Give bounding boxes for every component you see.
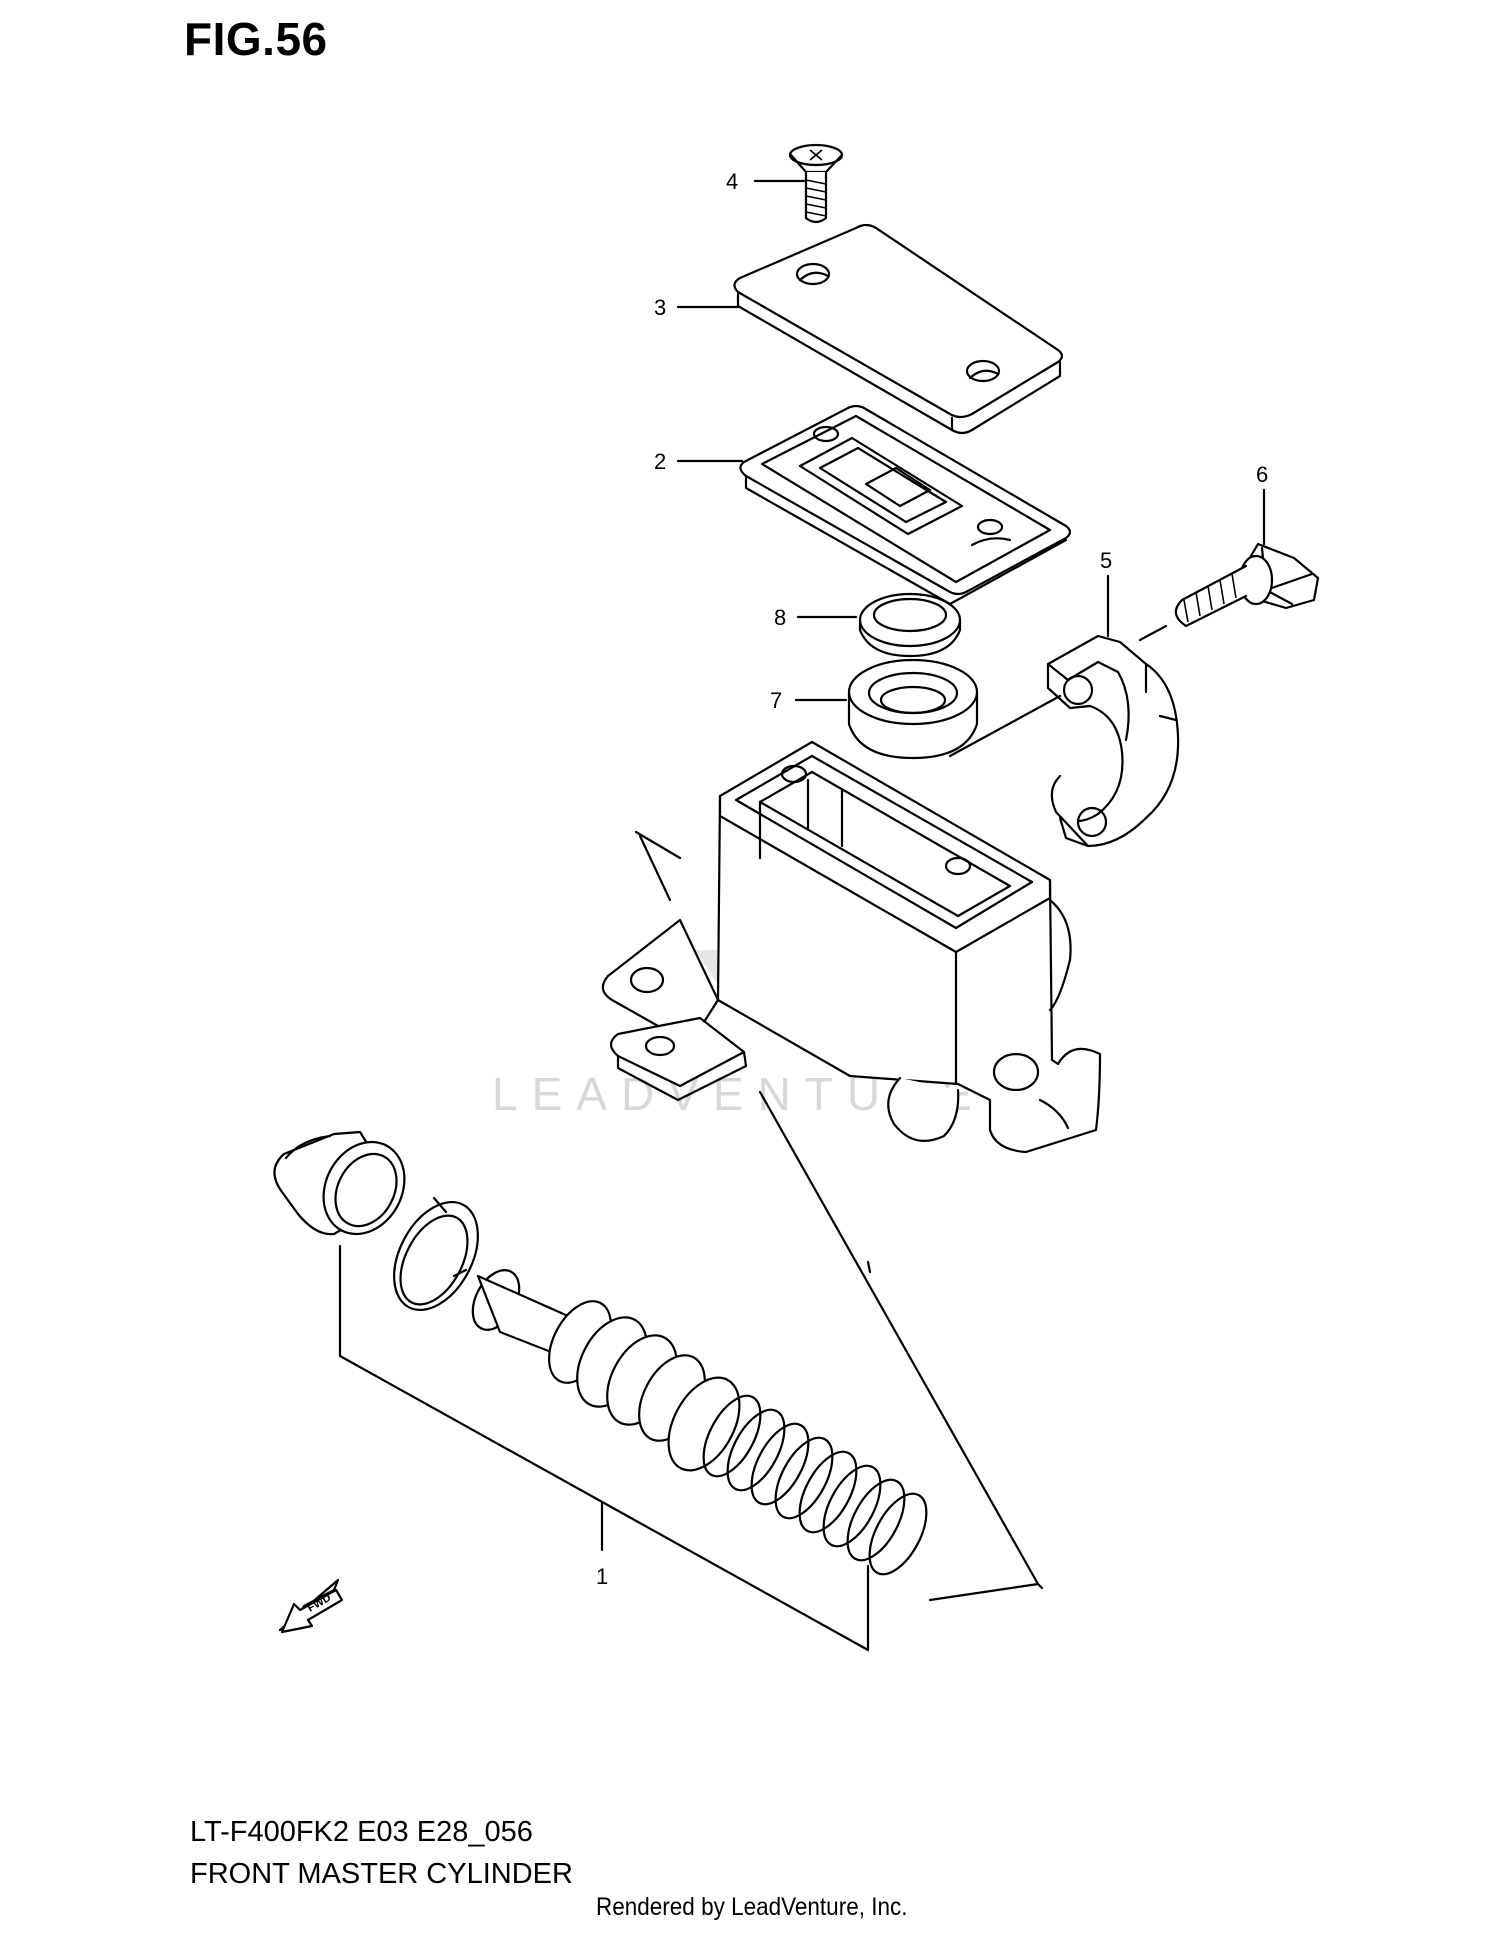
part-1-circlip	[393, 1196, 479, 1312]
callout-5: 5	[1100, 548, 1112, 573]
callout-6: 6	[1256, 462, 1268, 487]
section-title: FRONT MASTER CYLINDER	[190, 1858, 573, 1890]
part-1-cylinder-body	[601, 740, 1102, 1154]
part-7-seal	[847, 658, 979, 760]
callout-2: 2	[654, 449, 666, 474]
part-2-diaphragm	[739, 404, 1072, 606]
part-4-cap-screw	[788, 143, 844, 224]
callout-labels: 4 3 2 8 7 5 6 1	[596, 169, 1268, 1589]
model-code: LT-F400FK2 E03 E28_056	[190, 1816, 533, 1848]
part-1-piston	[471, 1269, 741, 1472]
part-5-holder	[1046, 634, 1180, 848]
part-3-reservoir-cap	[733, 223, 1064, 435]
leader-lines	[338, 179, 1266, 1652]
part-1-boot	[273, 1130, 406, 1236]
callout-3: 3	[654, 295, 666, 320]
callout-1: 1	[596, 1564, 608, 1589]
figure-title: FIG.56	[184, 13, 328, 65]
part-8-plate	[858, 592, 962, 658]
fwd-arrow-icon: FWD	[278, 1578, 344, 1634]
callout-4: 4	[726, 169, 738, 194]
callout-7: 7	[770, 688, 782, 713]
rendered-by-credit: Rendered by LeadVenture, Inc.	[596, 1893, 908, 1921]
part-1-spring	[702, 1394, 928, 1576]
callout-8: 8	[774, 605, 786, 630]
part-6-holder-bolt	[1174, 542, 1320, 628]
